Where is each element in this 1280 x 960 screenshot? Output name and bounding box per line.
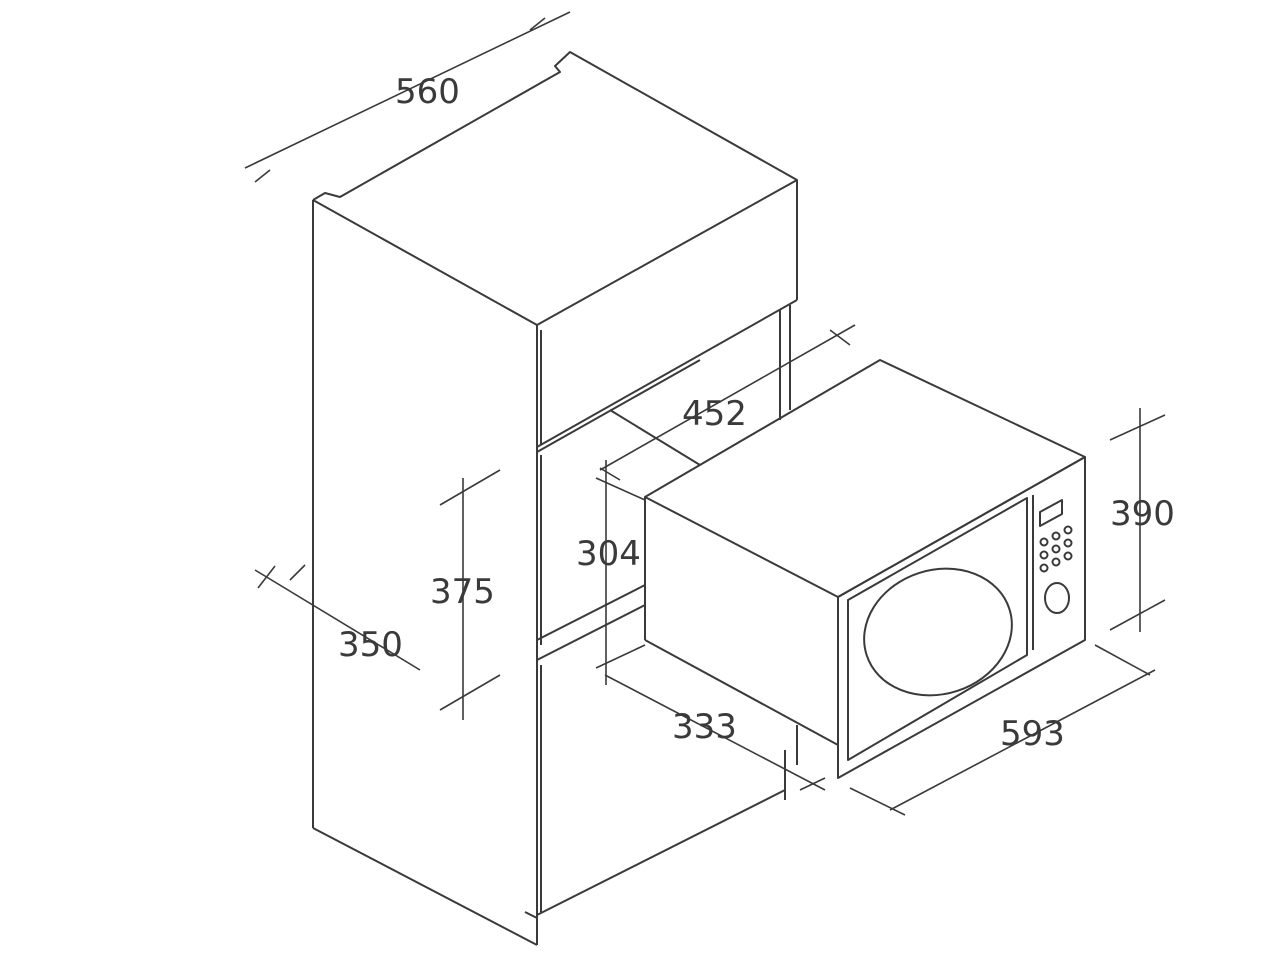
dim-label-593: 593 [1000,714,1065,754]
dim-label-452: 452 [682,394,747,434]
dim-label-350: 350 [338,625,403,665]
dim-label-333: 333 [672,707,737,747]
dim-label-560: 560 [395,72,460,112]
control-buttons [1039,525,1073,573]
dim-label-304: 304 [576,534,641,574]
cabinet [312,51,798,946]
microwave [644,359,1086,779]
control-knob [1044,582,1070,614]
display [1039,499,1063,527]
dimension-lines [244,11,1166,816]
dim-label-390: 390 [1110,494,1175,534]
dim-label-375: 375 [430,572,495,612]
door-window [863,567,1013,697]
